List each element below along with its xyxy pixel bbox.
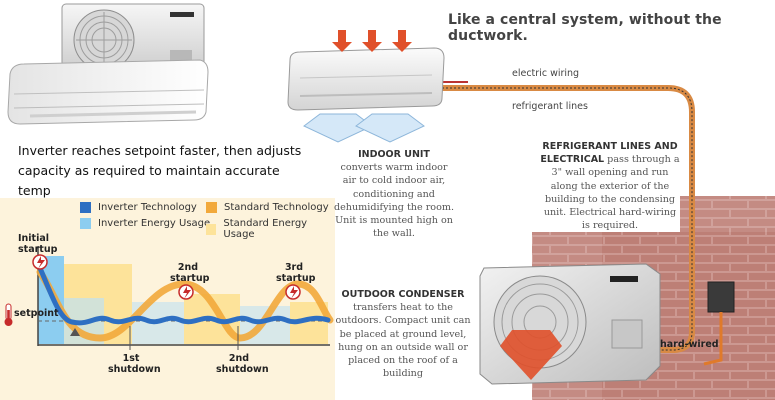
standard-technology-curve (36, 268, 334, 342)
label-hard-wired: hard-wired (660, 339, 719, 350)
chart-plot (4, 246, 334, 350)
inverter-technology-curve (37, 265, 331, 326)
label-1st-shutdown: 1st shutdown (108, 353, 161, 375)
startup-marker-initial (32, 254, 48, 270)
headline: Like a central system, without the ductw… (448, 12, 722, 44)
legend-label: Inverter Energy Usage (98, 218, 211, 229)
label-2nd-shutdown: 2nd shutdown (216, 353, 269, 375)
inverter-note: Inverter reaches setpoint faster, then a… (18, 143, 302, 198)
legend-standard-energy: Standard Energy Usage (206, 218, 335, 240)
legend-swatch-inverter-energy (80, 218, 91, 229)
indoor-unit-photo (7, 59, 209, 125)
legend-label: Standard Energy Usage (223, 218, 308, 240)
hard-wire-line (703, 312, 723, 366)
indoor-unit-description: INDOOR UNIT converts warm indoor air to … (333, 148, 455, 240)
legend-standard-technology: Standard Technology (206, 202, 329, 213)
setpoint-reached-marker (70, 328, 80, 336)
indoor-intake-arrows (332, 30, 412, 52)
refrigerant-lines-description: REFRIGERANT LINES AND ELECTRICAL pass th… (540, 140, 680, 232)
refrigerant-lines-text: pass through a 3" wall opening and run a… (543, 154, 680, 232)
thermometer-icon (4, 303, 13, 326)
legend-swatch-inverter-technology (80, 202, 91, 213)
indoor-unit-text: converts warm indoor air to cold indoor … (333, 162, 454, 240)
outdoor-condenser-title: OUTDOOR CONDENSER (341, 289, 465, 300)
installation-diagram (287, 30, 775, 400)
product-photo (0, 0, 210, 135)
energy-comparison-chart: Inverter Technology Inverter Energy Usag… (0, 198, 335, 400)
indoor-unit-title: INDOOR UNIT (358, 149, 430, 160)
legend-swatch-standard-energy (206, 223, 217, 235)
label-2nd-startup: 2nd startup (170, 262, 210, 284)
startup-marker-3rd (285, 284, 301, 300)
indoor-unit (287, 47, 445, 111)
label-electric-wiring: electric wiring (512, 68, 580, 79)
label-initial-startup: Initial startup (18, 233, 58, 255)
refrigerant-line (438, 85, 695, 353)
label-refrigerant-lines: refrigerant lines (512, 101, 588, 112)
outdoor-condenser-unit (479, 263, 661, 385)
outdoor-condenser-description: OUTDOOR CONDENSER transfers heat to the … (333, 288, 473, 380)
indoor-output-arrows (303, 113, 425, 143)
label-setpoint: setpoint (14, 308, 59, 319)
legend-swatch-standard-technology (206, 202, 217, 213)
startup-marker-2nd (178, 284, 194, 300)
legend-label: Inverter Technology (98, 202, 197, 213)
legend-inverter-technology: Inverter Technology (80, 202, 197, 213)
disconnect-box (707, 281, 735, 313)
outdoor-exhaust-arrow (500, 330, 562, 380)
outdoor-condenser-text: transfers heat to the outdoors. Compact … (335, 302, 471, 380)
legend-inverter-energy: Inverter Energy Usage (80, 218, 210, 229)
refrigerant-lines-title: REFRIGERANT LINES AND ELECTRICAL (540, 141, 678, 166)
label-3rd-startup: 3rd startup (276, 262, 316, 284)
legend-label: Standard Technology (224, 202, 329, 213)
